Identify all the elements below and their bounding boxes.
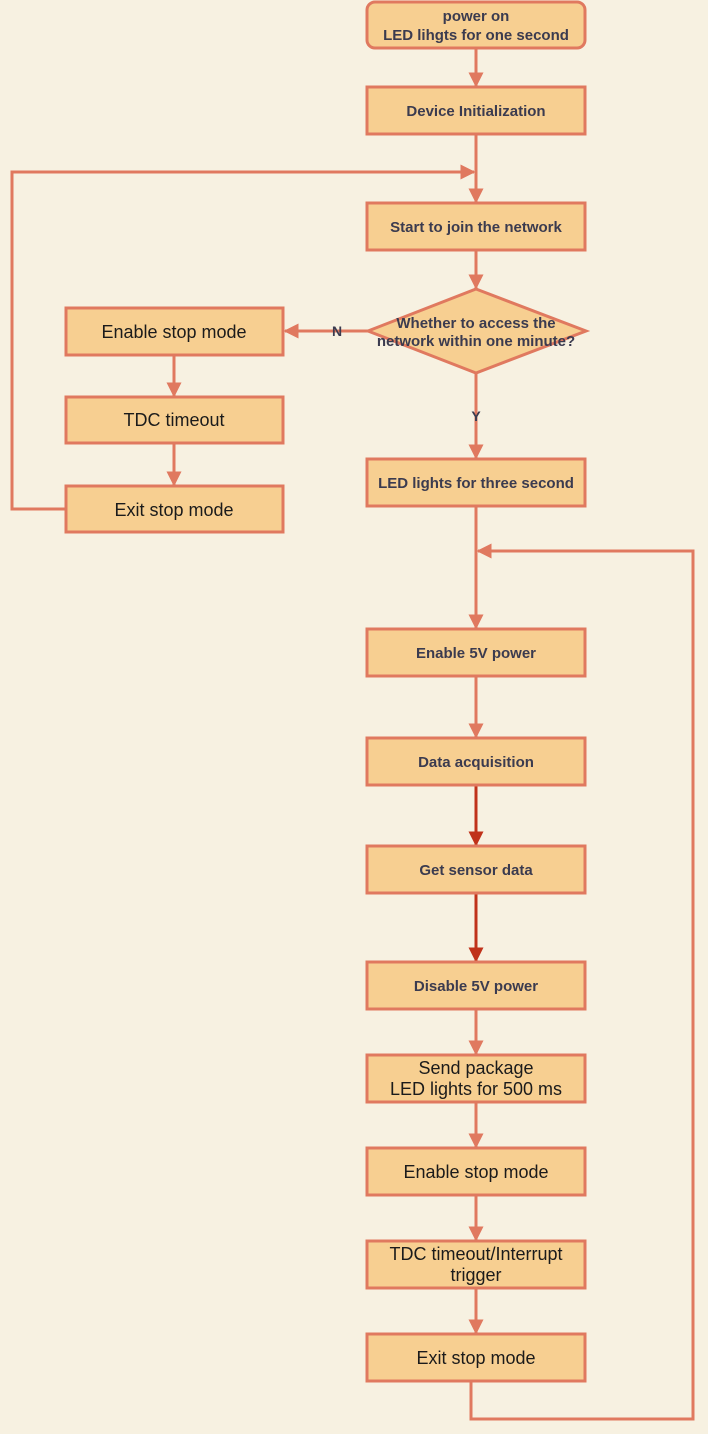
svg-text:Start to join the network: Start to join the network [390,219,562,236]
svg-text:Disable 5V power: Disable 5V power [414,978,538,995]
edge-main-loop-back [469,543,695,1421]
edge-left-loop-back [10,164,476,511]
node-left-enable-stop-mode: Enable stop mode [64,306,285,357]
edge-label-yes: Y [471,408,481,424]
svg-text:TDC timeout/Interrupt: TDC timeout/Interrupt [389,1244,562,1264]
svg-text:LED lights for three second: LED lights for three second [378,475,574,492]
node-tdc-interrupt: TDC timeout/Interrupt trigger [365,1239,587,1290]
svg-text:TDC timeout: TDC timeout [123,410,224,430]
svg-text:trigger: trigger [450,1265,501,1285]
svg-text:Exit stop mode: Exit stop mode [416,1348,535,1368]
node-power-on: power on LED lihgts for one second [365,0,587,50]
edge-label-no: N [332,323,342,339]
svg-text:Whether to access the: Whether to access the [396,315,555,332]
node-disable-5v-power: Disable 5V power [365,960,587,1011]
node-led-three-second: LED lights for three second [365,457,587,508]
node-data-acquisition: Data acquisition [365,736,587,787]
node-device-initialization: Device Initialization [365,85,587,136]
node-send-package: Send package LED lights for 500 ms [365,1053,587,1104]
node-enable-5v-power: Enable 5V power [365,627,587,678]
svg-text:Device Initialization: Device Initialization [406,103,545,120]
svg-text:Enable stop mode: Enable stop mode [403,1162,548,1182]
svg-text:Exit stop mode: Exit stop mode [114,500,233,520]
node-exit-stop-mode: Exit stop mode [365,1332,587,1383]
svg-text:Enable 5V power: Enable 5V power [416,645,536,662]
svg-text:network within one minute?: network within one minute? [377,333,575,350]
node-get-sensor-data: Get sensor data [365,844,587,895]
node-network-decision: Whether to access the network within one… [363,287,591,375]
svg-text:Enable stop mode: Enable stop mode [101,322,246,342]
node-join-network: Start to join the network [365,201,587,252]
svg-text:Send package: Send package [418,1058,533,1078]
svg-text:LED lights for 500 ms: LED lights for 500 ms [390,1079,562,1099]
node-enable-stop-mode: Enable stop mode [365,1146,587,1197]
svg-text:Data acquisition: Data acquisition [418,754,534,771]
node-left-exit-stop-mode: Exit stop mode [64,484,285,534]
node-left-tdc-timeout: TDC timeout [64,395,285,445]
svg-text:LED lihgts for one second: LED lihgts for one second [383,27,569,44]
svg-text:Get sensor data: Get sensor data [419,862,533,879]
svg-text:power on: power on [443,8,510,25]
